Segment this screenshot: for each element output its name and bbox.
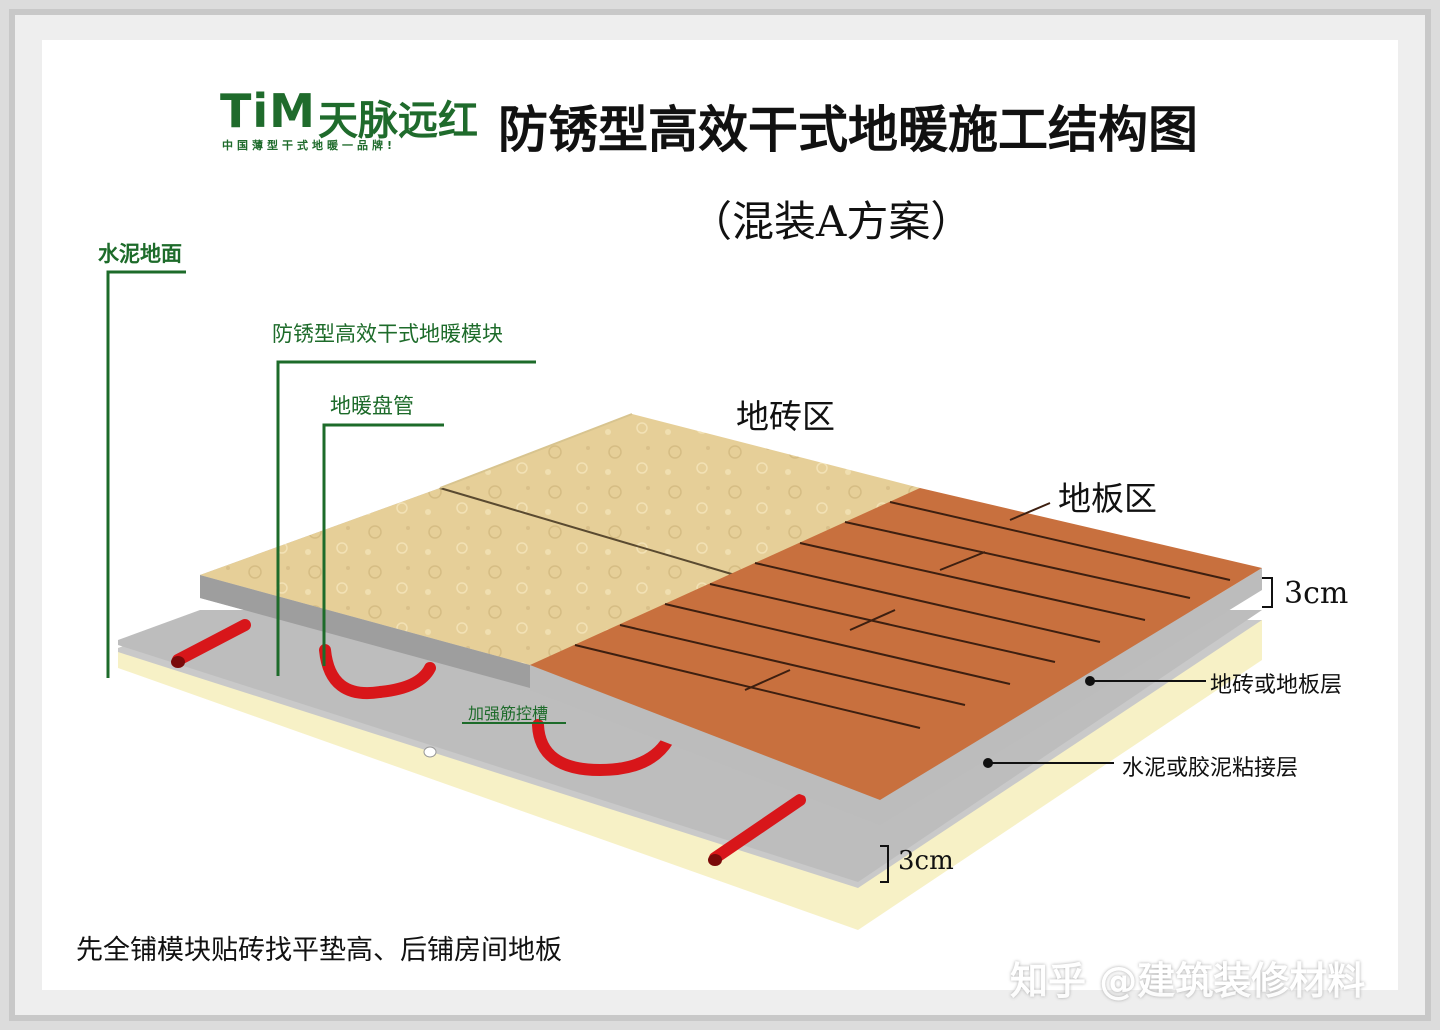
page-subtitle: （混装A方案） bbox=[690, 197, 973, 246]
callout-lines bbox=[106, 270, 566, 724]
heating-pipes bbox=[172, 619, 806, 864]
label-bottom-thickness: 3cm bbox=[898, 846, 954, 876]
label-heating-pipe: 地暖盘管 bbox=[330, 394, 414, 418]
brand-logo: TiM bbox=[220, 84, 316, 138]
label-adhesive-layer: 水泥或胶泥粘接层 bbox=[1122, 756, 1299, 781]
wood-surface bbox=[530, 488, 1262, 800]
label-tile-layer: 地砖或地板层 bbox=[1210, 673, 1343, 698]
label-cement-floor: 水泥地面 bbox=[98, 242, 182, 266]
watermark: 知乎 @建筑装修材料 bbox=[1010, 959, 1366, 1003]
page-title: 防锈型高效干式地暖施工结构图 bbox=[498, 101, 1198, 159]
brand-name: 天脉远红 bbox=[318, 98, 478, 144]
construction-note: 先全铺模块贴砖找平垫高、后铺房间地板 bbox=[76, 935, 562, 966]
brand-slogan: 中国薄型干式地暖一品牌! bbox=[222, 139, 397, 152]
label-heating-module: 防锈型高效干式地暖模块 bbox=[272, 322, 503, 346]
label-tile-zone: 地砖区 bbox=[736, 397, 835, 436]
label-wood-zone: 地板区 bbox=[1058, 479, 1157, 518]
tile-surface bbox=[200, 414, 920, 665]
label-top-thickness: 3cm bbox=[1284, 576, 1349, 611]
label-groove: 加强筋控槽 bbox=[468, 704, 549, 723]
wood-planks bbox=[574, 501, 1231, 729]
